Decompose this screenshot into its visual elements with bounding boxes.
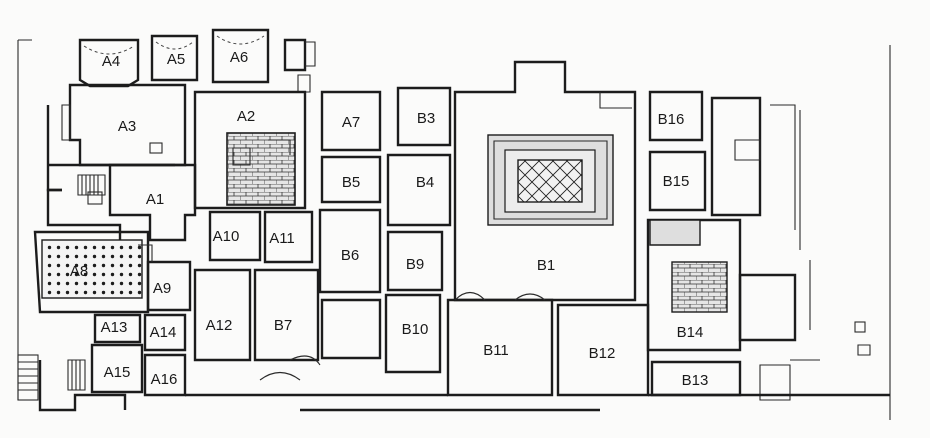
room-b9-outline (386, 230, 444, 292)
label-b12: B12 (589, 345, 616, 362)
label-b10: B10 (402, 321, 429, 338)
room-b6-outline (318, 208, 382, 294)
label-a11: A11 (269, 230, 295, 247)
outer-wall-west (46, 105, 175, 192)
room-b5-outline (320, 155, 382, 204)
room-a10-outline (208, 210, 262, 262)
room-a6-outline (211, 28, 270, 84)
east-annex-wall (710, 96, 762, 217)
outer-wall-left (38, 360, 127, 412)
label-a8: A8 (70, 263, 88, 280)
label-a14: A14 (150, 324, 177, 341)
stairs-southwest (17, 354, 39, 401)
a3-niche (149, 142, 163, 154)
label-a5: A5 (167, 51, 185, 68)
room-labels: A4 A5 A6 A3 A2 A7 A1 A10 A11 A8 A9 A12 B… (70, 49, 709, 389)
label-a16: A16 (151, 371, 178, 388)
label-a12: A12 (206, 317, 233, 334)
room-b14-outline (646, 218, 742, 352)
label-b11: B11 (483, 342, 509, 359)
room-east-large (738, 273, 797, 342)
label-a6: A6 (230, 49, 248, 66)
room-a1-outline (108, 163, 197, 242)
label-a10: A10 (213, 228, 240, 245)
label-a2: A2 (237, 108, 255, 125)
a2-masonry-platform (226, 132, 296, 206)
label-a4: A4 (102, 53, 120, 70)
room-a9-outline (146, 260, 192, 312)
wall-a1-west (46, 188, 122, 240)
label-b15: B15 (663, 173, 690, 190)
room-b7-outline (253, 268, 320, 362)
label-a7: A7 (342, 114, 360, 131)
room-b15-outline (648, 150, 707, 212)
label-a3: A3 (118, 118, 136, 135)
room-a15-outline (90, 343, 144, 394)
room-a8-walls (33, 230, 150, 314)
room-a8-pillared-hall (41, 239, 143, 299)
room-b10-outline (384, 293, 442, 374)
label-a13: A13 (101, 319, 128, 336)
outer-wall-south (185, 393, 890, 412)
room-a11-outline (263, 210, 314, 264)
annex-top-small (283, 38, 307, 72)
room-b4-outline (386, 153, 452, 227)
room-a7-outline (320, 90, 382, 152)
room-b11-outline (446, 298, 554, 397)
room-a13-outline (93, 313, 142, 344)
label-b1: B1 (537, 257, 555, 274)
room-a12-outline (193, 268, 252, 362)
label-b9: B9 (406, 256, 424, 273)
room-b3-outline (396, 86, 452, 147)
room-west-lower (320, 298, 382, 360)
label-b13: B13 (682, 372, 709, 389)
room-a14-outline (143, 313, 187, 352)
room-b16-outline (648, 90, 704, 142)
label-a1: A1 (146, 191, 164, 208)
b14-masonry (671, 261, 728, 313)
label-b4: B4 (416, 174, 434, 191)
label-b7: B7 (274, 317, 292, 334)
label-b14: B14 (677, 324, 704, 341)
label-b6: B6 (341, 247, 359, 264)
label-a9: A9 (153, 280, 171, 297)
site-boundary-line (17, 39, 32, 400)
label-a15: A15 (104, 364, 131, 381)
label-b16: B16 (658, 111, 685, 128)
room-a5-outline (150, 34, 199, 82)
label-b5: B5 (342, 174, 360, 191)
stairs-a1 (77, 174, 106, 196)
b1-central-pavement (517, 159, 583, 203)
label-b3: B3 (417, 110, 435, 127)
east-boundary (790, 110, 820, 361)
marker-east (854, 321, 866, 333)
